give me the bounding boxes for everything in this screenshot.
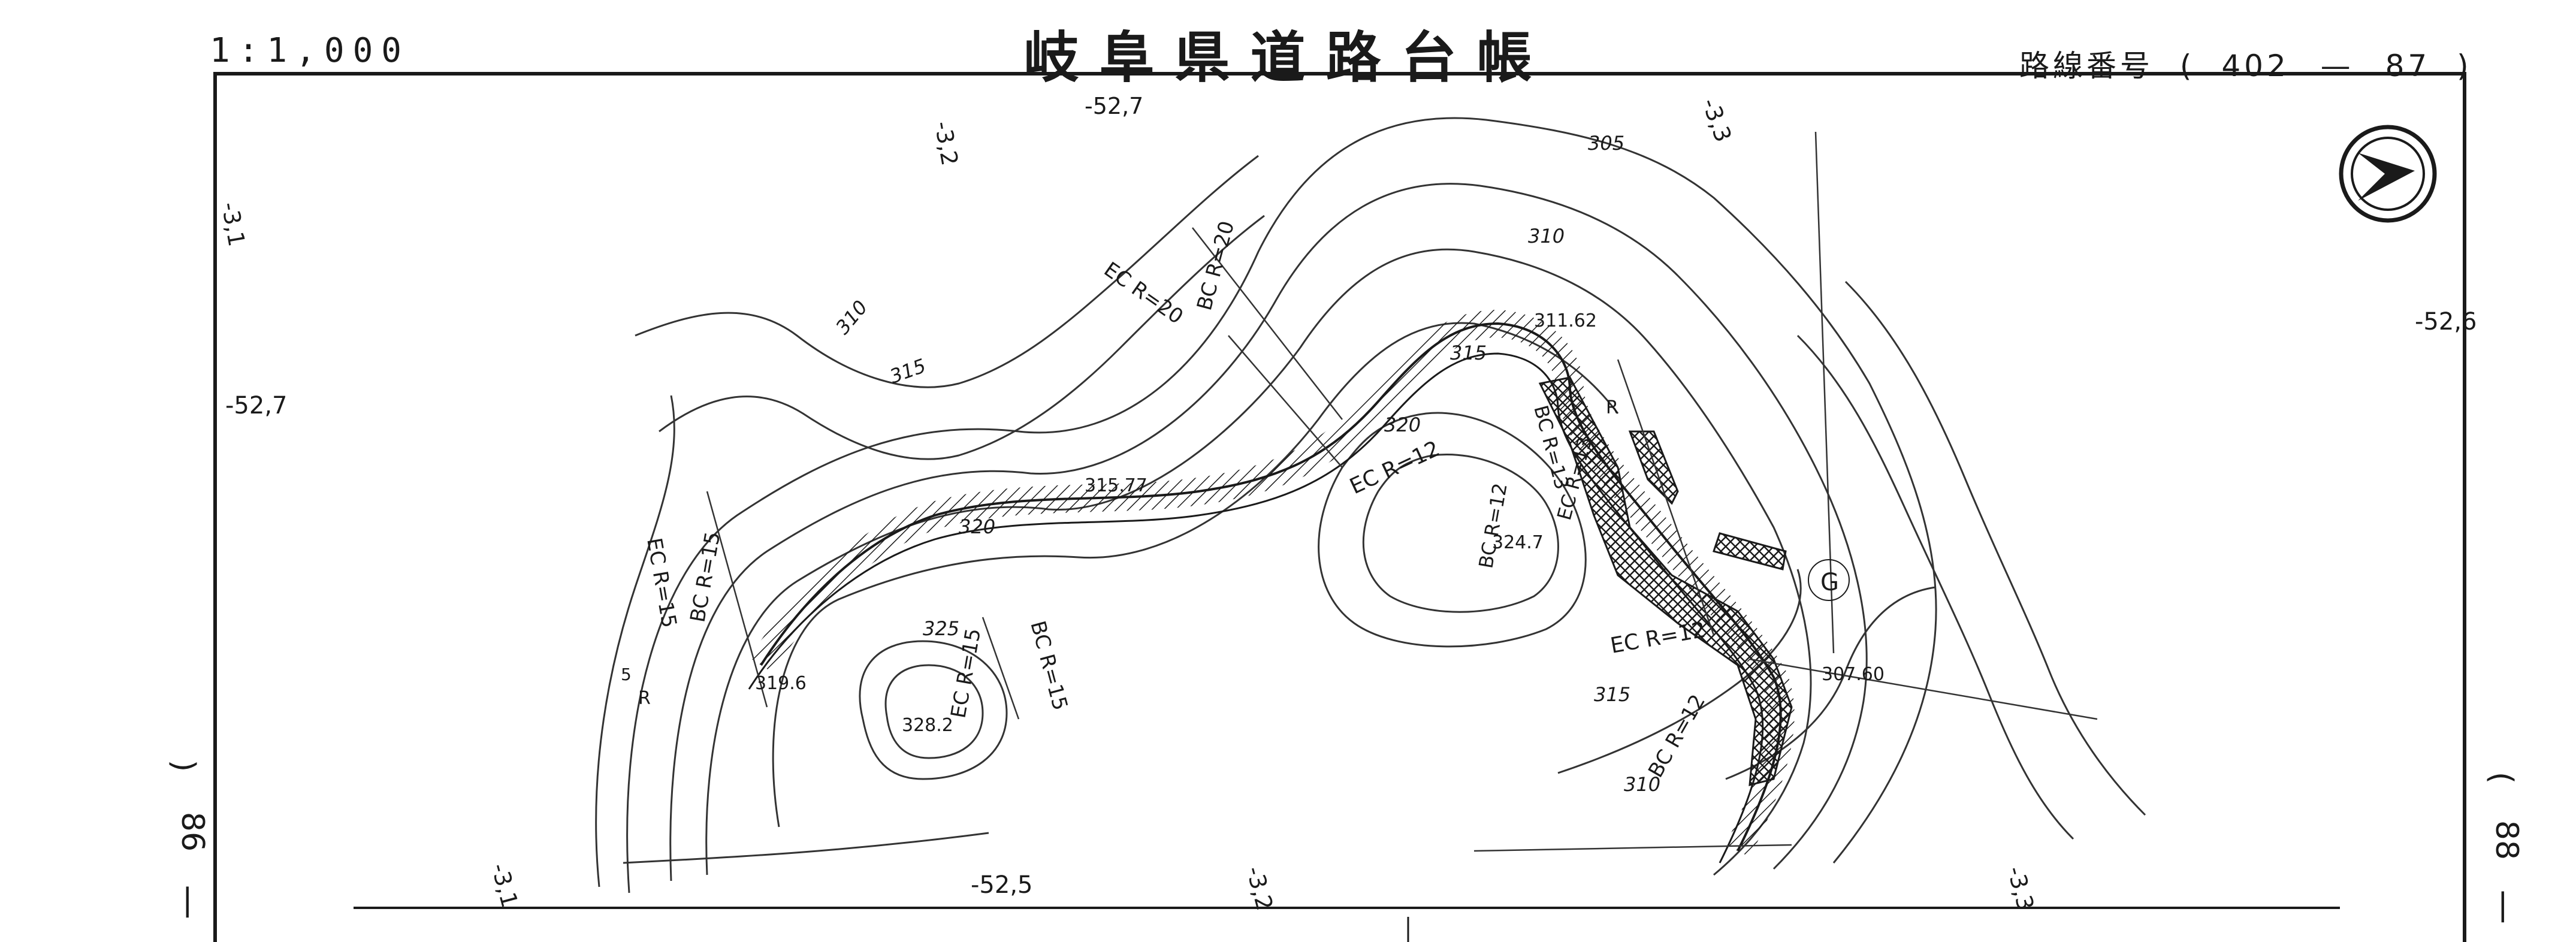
curve-label: EC R=15 (642, 536, 681, 630)
curve-label: EC R=15 (946, 627, 986, 720)
contour-label: 315 (887, 354, 929, 388)
structure-block (1713, 532, 1787, 570)
contour-label: 325 (923, 617, 959, 640)
route-number-a: 402 (2221, 49, 2290, 83)
road-centerline (760, 322, 1782, 852)
contour-label: 310 (1624, 773, 1660, 796)
contour-label: 315 (1450, 342, 1487, 364)
road-cut-slope (749, 309, 1795, 858)
curve-label: BC R=12 (1644, 690, 1710, 781)
grid-label: -3,1 (486, 861, 523, 910)
contour-label: 320 (1384, 413, 1421, 436)
spot-height: 324.7 (1492, 532, 1544, 553)
page-title: 岐阜県道路台帳 (1023, 26, 1553, 90)
map-frame (213, 72, 2466, 942)
map-mark: G (1820, 569, 1839, 596)
map-mark: 5 (621, 665, 632, 684)
spot-height: 315.77 (1085, 475, 1147, 496)
spot-height: 328.2 (902, 715, 953, 736)
curve-label: BC R=12 (1474, 481, 1511, 570)
left-sheet-bar: | (182, 882, 193, 918)
spot-height: 311.62 (1534, 310, 1597, 331)
contour-label: 310 (1528, 225, 1565, 247)
grid-label: -3,3 (2002, 864, 2039, 913)
grid-label: -52,6 (2415, 308, 2477, 336)
north-arrow-icon (2339, 125, 2437, 223)
spot-height: 319.6 (755, 673, 807, 694)
route-number-b: 87 (2385, 49, 2431, 83)
curve-label: EC R=12 (1608, 618, 1707, 659)
right-sheet-bar: | (2498, 887, 2508, 923)
contour-label: 305 (1588, 132, 1624, 155)
contour-lines (595, 117, 2146, 893)
grid-label: -52,7 (1085, 93, 1143, 119)
map-mark: R (638, 688, 651, 709)
contour-label: 320 (959, 515, 995, 538)
grid-label: -52,5 (971, 871, 1033, 899)
route-dash: — (2320, 49, 2354, 83)
grid-label: -3,3 (1697, 95, 1737, 146)
curve-label: BC R=20 (1192, 219, 1239, 313)
spot-height: 307.60 (1822, 664, 1885, 685)
grid-label: -3,2 (929, 119, 963, 168)
map-scale: 1:1,000 (210, 31, 410, 70)
structure-block (1628, 430, 1679, 505)
road-edge (748, 352, 1764, 864)
retaining-wall (1538, 376, 1793, 786)
contour-label: 315 (1594, 683, 1630, 706)
grid-label: -52,7 (225, 392, 288, 419)
curve-label: BC R=15 (685, 530, 725, 624)
grid-label: -3,1 (216, 200, 250, 249)
contour-label: 310 (831, 296, 872, 339)
curve-guide-lines (706, 131, 2098, 852)
marker-circle (1808, 559, 1850, 601)
grid-label: -3,2 (1241, 864, 1278, 913)
curve-label: BC R=15 (1025, 618, 1072, 713)
map-mark: R (1606, 397, 1618, 418)
route-number-label: 路線番号 (2019, 49, 2154, 83)
